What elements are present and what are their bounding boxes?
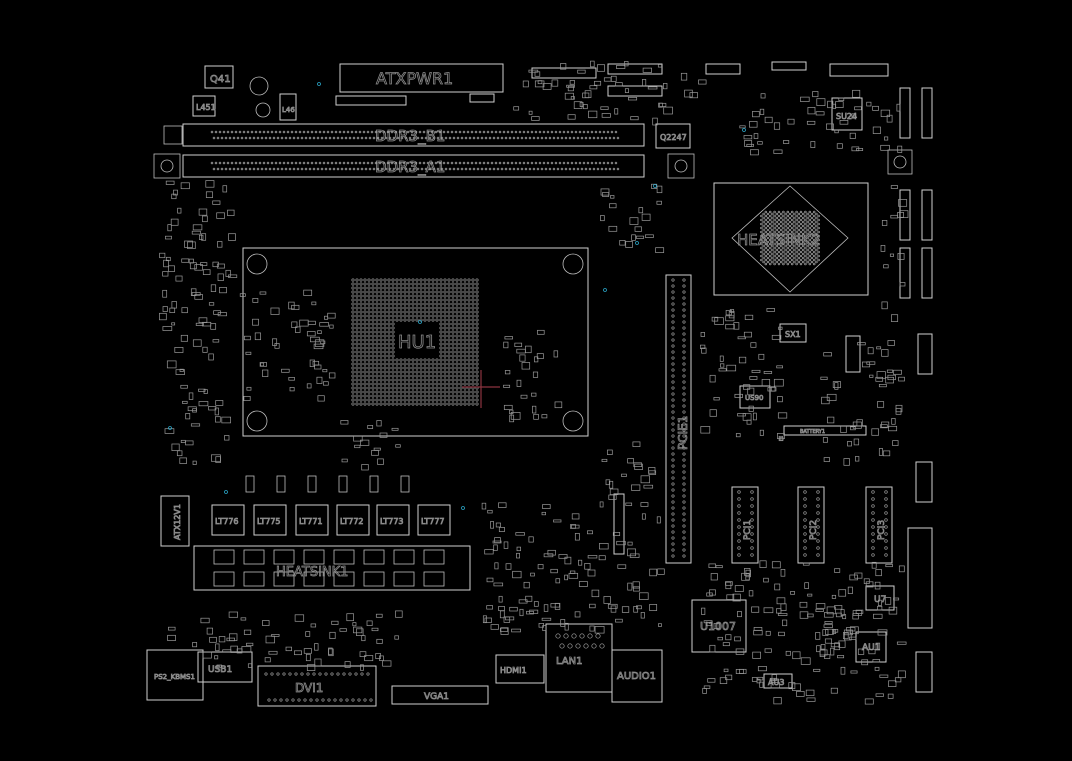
battery-holder: BATTERY1 [783,425,867,436]
su24-chip: SU24 [831,97,863,131]
pcie-pins [671,278,686,558]
audio1-label: AUDIO1 [617,671,656,682]
usb1-label: USB1 [208,665,232,675]
ddr3-slot-a1: DDR3_A1 [182,154,645,178]
lt771-label: LT771 [299,517,323,526]
inductor-l451: L451 [192,95,216,117]
vrm-chokes [245,475,410,493]
inductor-lt771: LT771 [295,504,329,536]
lan-port: LAN1 [545,623,613,693]
ddr3-a1-label: DDR3_A1 [375,158,445,177]
dvi-port: DVI1 [257,665,377,707]
inductor-lt775: LT775 [253,504,287,536]
sx1-label: SX1 [785,330,801,339]
inductor-lt777: LT777 [417,504,451,536]
atx12v1-label: ATX12V1 [173,504,182,540]
q2247-mosfet: Q2247 [655,123,691,149]
pci-slot-2: PCI2 [797,486,825,564]
hdmi-port: HDMI1 [495,654,545,684]
dvi1-label: DVI1 [295,681,323,695]
chipset-bga-balls [760,210,820,266]
us90-label: US90 [745,394,763,402]
usb-port: USB1 [197,651,253,683]
ddr3-b1-label: DDR3_B1 [375,127,445,146]
au1-label: AU1 [862,643,880,653]
ddr3-slot-b1: DDR3_B1 [182,123,645,147]
atx12v-connector: ATX12V1 [160,495,190,547]
q2247-label: Q2247 [660,133,687,142]
capacitor-bank [213,549,445,587]
inductor-lt776: LT776 [211,504,245,536]
vias [168,82,746,510]
heatsink1-label: HEATSINK1 [276,565,348,580]
ps2-port: PS2_KBMS1 [146,649,204,701]
l46-label: L46 [282,106,295,114]
atx-power-connector: ATXPWR1 [339,63,504,93]
smd-components [159,60,909,705]
lt777-label: LT777 [421,517,445,526]
inductor-l46: L46 [279,93,297,121]
pci2-label: PCI2 [809,520,819,540]
hdmi1-label: HDMI1 [500,666,527,675]
au3-chip: AU3 [763,673,793,689]
sx1-crystal: SX1 [779,323,807,343]
pci1-label: PCI1 [743,520,753,540]
inductor-lt773: LT773 [376,504,410,536]
ps2-label: PS2_KBMS1 [154,673,195,681]
hu1-label: HU1 [398,332,436,353]
us90-chip: US90 [739,385,771,409]
pci-slot-1: PCI1 [731,486,759,564]
pcie-slot: PCIE1 [665,274,692,564]
vrm-heatsink: HEATSINK1 [193,545,471,591]
lt775-label: LT775 [257,517,281,526]
battery-label: BATTERY1 [800,429,825,435]
su24-label: SU24 [836,112,857,121]
vga-port: VGA1 [391,685,489,705]
q41-mosfet: Q41 [204,65,234,89]
audio-jack: AUDIO1 [611,649,663,703]
q41-label: Q41 [210,74,231,85]
au1-chip: AU1 [855,631,887,663]
pcie1-label: PCIE1 [676,416,690,450]
vga1-label: VGA1 [424,692,449,702]
u1007-label: U1007 [700,620,736,633]
pci3-label: PCI3 [877,520,887,540]
inductor-lt772: LT772 [336,504,370,536]
heatsink2-label: HEATSINK2 [737,231,821,249]
atxpwr1-label: ATXPWR1 [376,69,453,88]
lt773-label: LT773 [380,517,404,526]
lan1-label: LAN1 [556,656,582,667]
l451-label: L451 [196,103,216,112]
chipset-heatsink: HEATSINK2 [713,182,869,296]
lt772-label: LT772 [340,517,364,526]
pci-slot-3: PCI3 [865,486,893,564]
lt776-label: LT776 [215,517,239,526]
